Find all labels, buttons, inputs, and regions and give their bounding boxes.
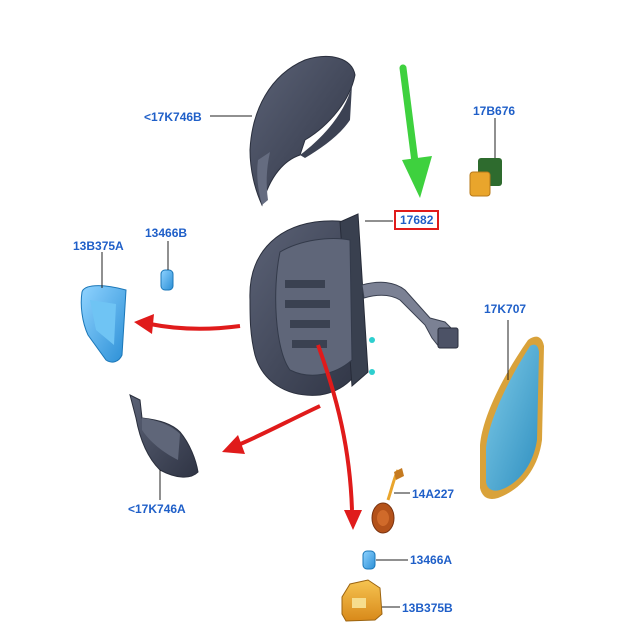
red-arrow-left-icon xyxy=(134,314,241,334)
main-housing-part xyxy=(249,213,459,396)
label-17K746B: <17K746B xyxy=(144,110,202,124)
harness-part xyxy=(371,468,404,534)
label-13466B: 13466B xyxy=(145,226,188,240)
red-arrow-down-icon xyxy=(316,344,362,530)
label-13B375A: 13B375A xyxy=(73,239,124,253)
cover-lower-part xyxy=(129,394,199,478)
lamp-lens-right-part xyxy=(341,579,383,622)
bracket-small-part xyxy=(469,158,502,197)
mirror-glass-part xyxy=(480,336,544,499)
cover-upper-part xyxy=(249,56,356,207)
green-arrow-icon xyxy=(399,64,432,198)
bulb-left-part xyxy=(160,269,174,291)
label-17B676: 17B676 xyxy=(473,104,516,118)
label-13B375B: 13B375B xyxy=(402,601,453,615)
red-arrow-down-left-icon xyxy=(222,404,321,454)
label-13466A: 13466A xyxy=(410,553,453,567)
label-17K707: 17K707 xyxy=(484,302,527,316)
label-17K746A: <17K746A xyxy=(128,502,186,516)
label-17682: 17682 xyxy=(394,210,440,230)
bulb-right-part xyxy=(362,550,376,570)
label-14A227: 14A227 xyxy=(412,487,455,501)
lamp-lens-left-part xyxy=(80,285,127,363)
